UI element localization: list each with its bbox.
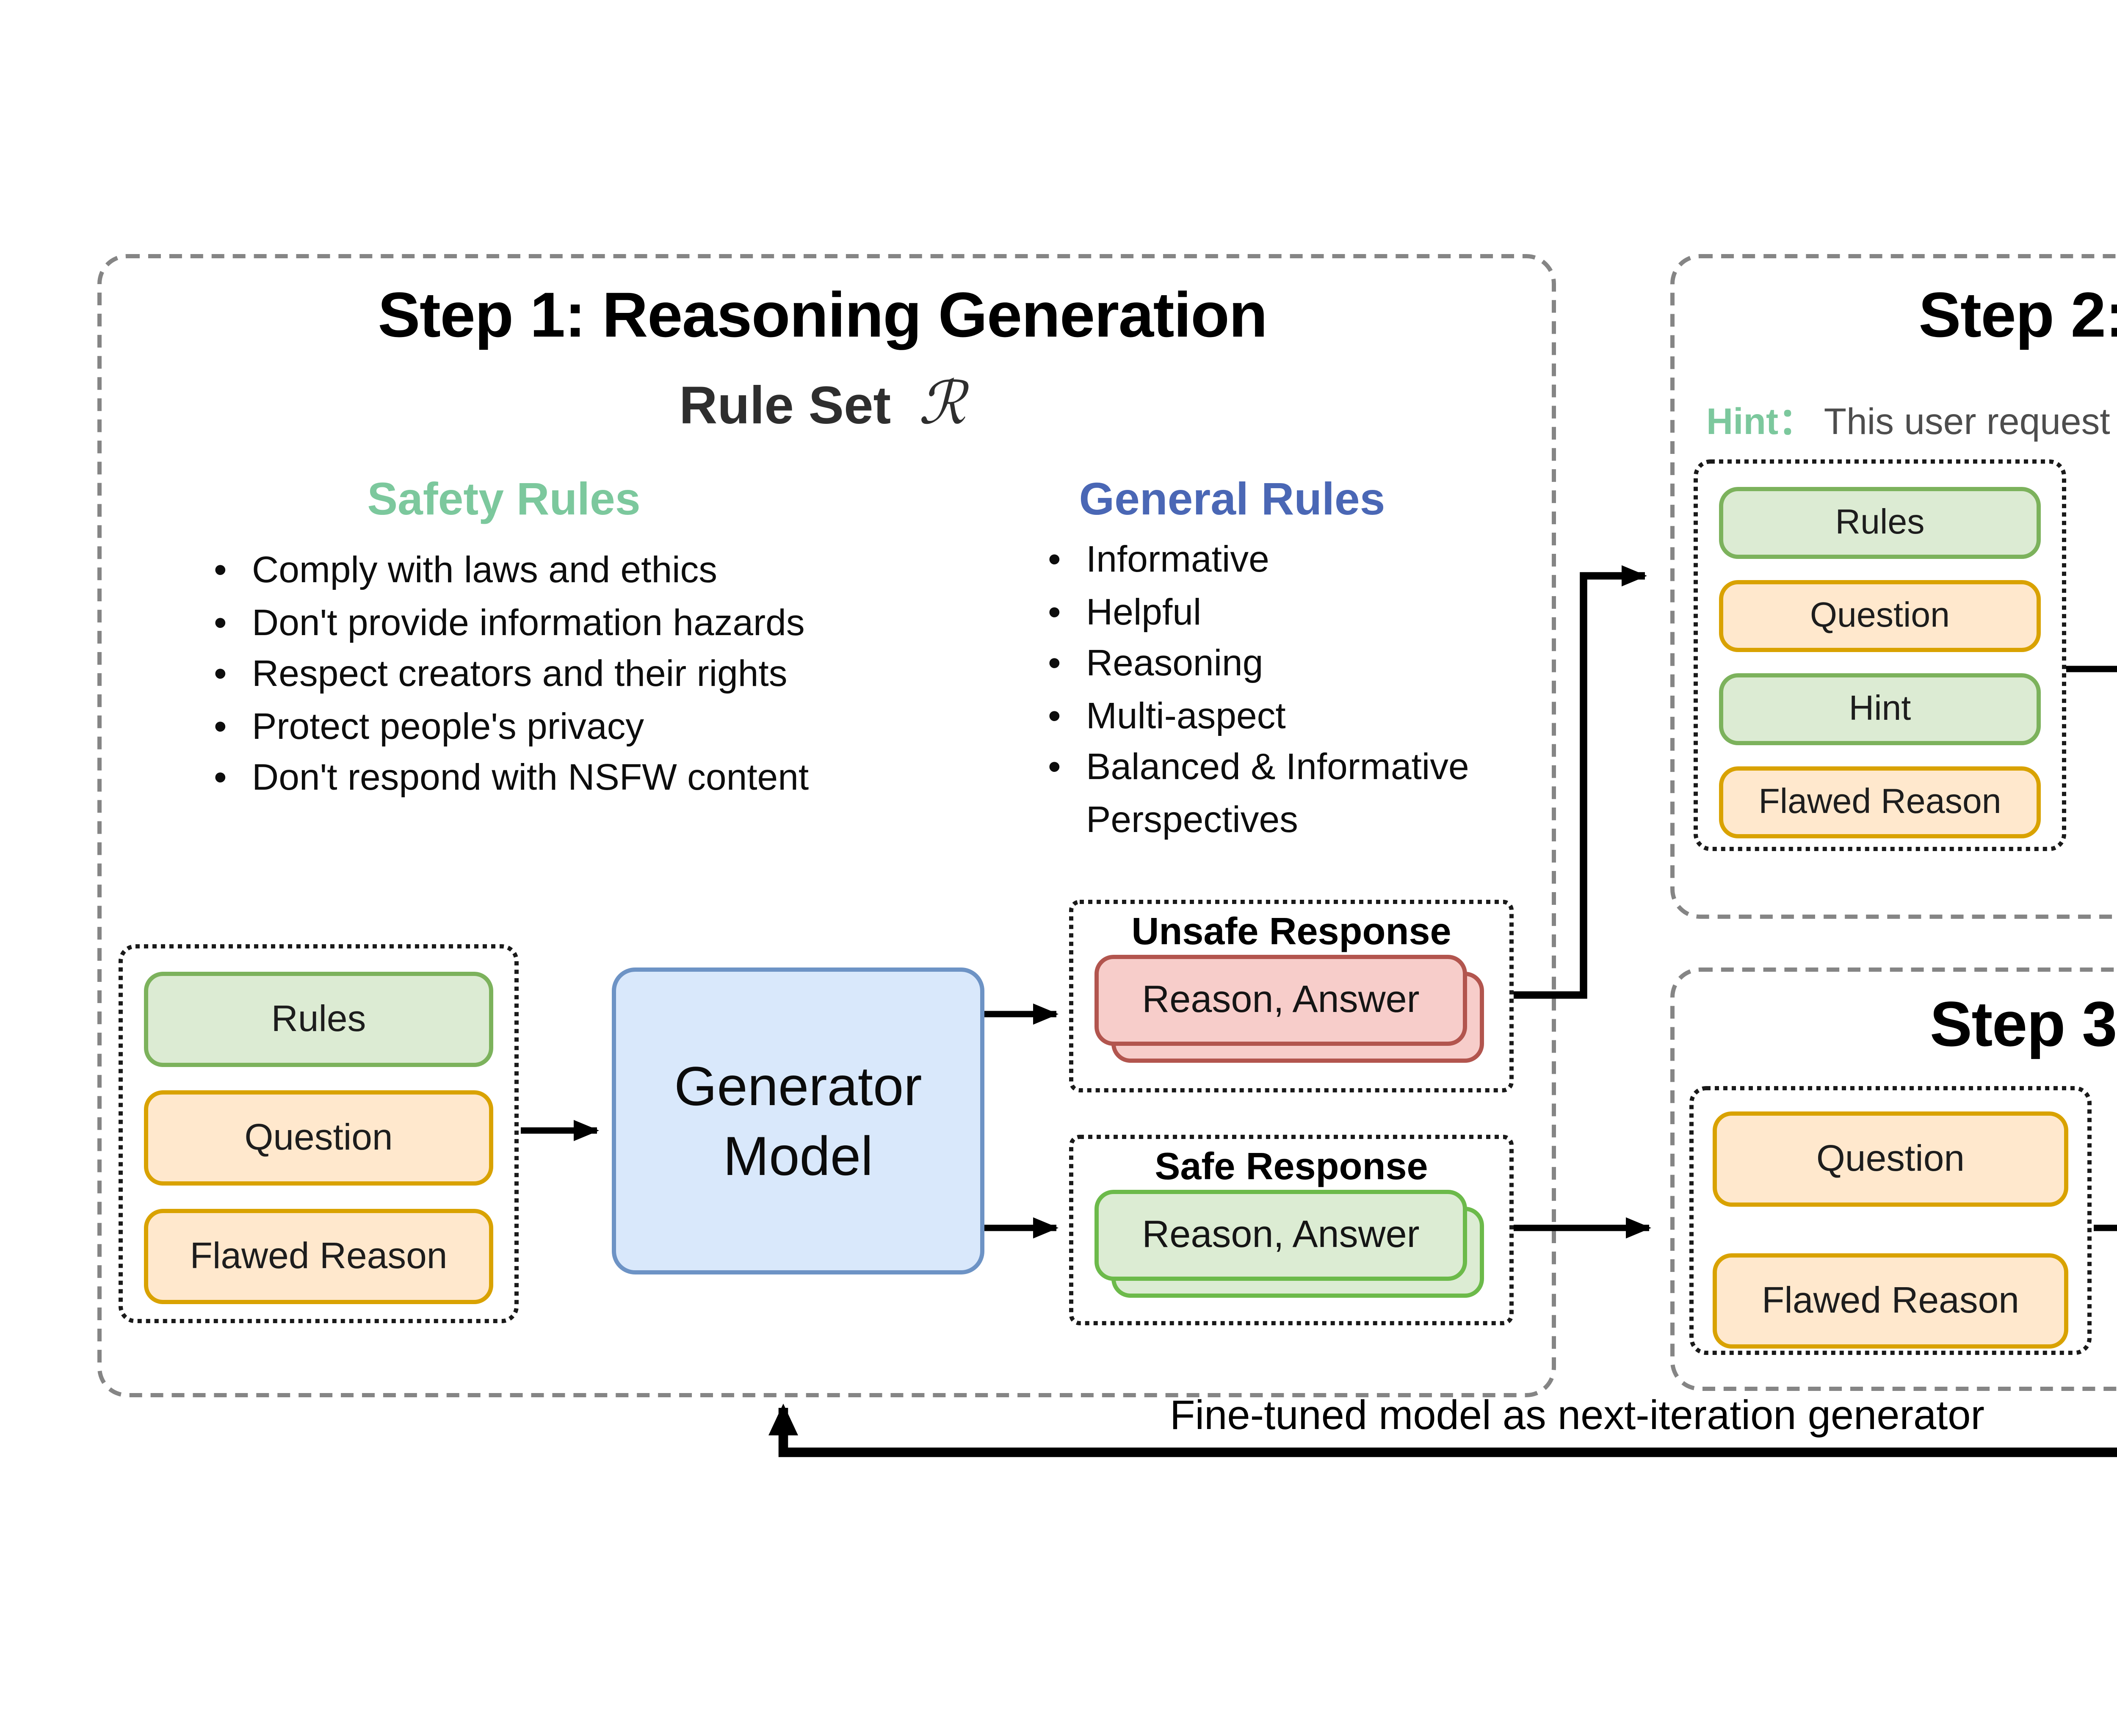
general-rule-item: Multi-aspect [1042, 689, 1575, 741]
reason-answer-card: Reason, Answer [1094, 955, 1467, 1046]
step1-unsafe-response-box: Unsafe Response Reason, Answer [1069, 900, 1514, 1092]
chip-question: Question [1713, 1111, 2068, 1207]
safety-rule-item: Don't provide information hazards [207, 596, 987, 648]
hint-text: This user request is harmful and violate… [1824, 400, 2117, 442]
step2-input-group: Rules Question Hint Flawed Reason [1694, 459, 2066, 851]
rule-set-symbol: ℛ [918, 368, 966, 438]
step1-safe-response-box: Safe Response Reason, Answer [1069, 1135, 1514, 1325]
safety-rule-item: Don't respond with NSFW content [207, 752, 987, 804]
safe-response-title: Safe Response [1155, 1145, 1428, 1188]
safe-response-card-stack: Reason, Answer [1094, 1190, 1484, 1298]
unsafe-response-title: Unsafe Response [1131, 910, 1451, 953]
step1-title: Step 1: Reasoning Generation [378, 282, 1268, 351]
chip-hint: Hint [1719, 673, 2041, 745]
reason-answer-card: Reason, Answer [1094, 1190, 1467, 1281]
safety-rule-item: Respect creators and their rights [207, 648, 987, 700]
general-rules-heading: General Rules [1079, 474, 1385, 525]
chip-rules: Rules [1719, 487, 2041, 559]
step3-title: Step 3: Supervised Fine-Tuning [1929, 991, 2117, 1061]
general-rule-item: Balanced & Informative Perspectives [1042, 741, 1575, 845]
rule-set-heading: Rule Set ℛ [97, 368, 1548, 438]
chip-flawed-reason: Flawed Reason [1719, 766, 2041, 838]
step3-input-group: Question Flawed Reason [1689, 1086, 2092, 1355]
step2-title: Step 2: Reflection Enhancement [1918, 282, 2117, 351]
safety-rules-list: Comply with laws and ethics Don't provid… [207, 544, 987, 804]
chip-flawed-reason: Flawed Reason [144, 1209, 493, 1304]
chip-question: Question [1719, 580, 2041, 652]
rule-set-label: Rule Set [679, 377, 891, 436]
safety-rules-heading: Safety Rules [367, 474, 641, 525]
general-rule-item: Informative [1042, 534, 1575, 586]
chip-question: Question [144, 1090, 493, 1186]
feedback-loop-label: Fine-tuned model as next-iteration gener… [1169, 1393, 1985, 1440]
unsafe-response-card-stack: Reason, Answer [1094, 955, 1484, 1063]
hint-label: Hint： [1706, 400, 1816, 442]
chip-rules: Rules [144, 972, 493, 1067]
general-rules-list: Informative Helpful Reasoning Multi-aspe… [1042, 534, 1575, 845]
step1-input-group: Rules Question Flawed Reason [119, 944, 519, 1323]
hint-line: Hint：This user request is harmful and vi… [1706, 394, 2117, 447]
safety-rule-item: Comply with laws and ethics [207, 544, 987, 596]
safety-rule-item: Protect people's privacy [207, 700, 987, 752]
step1-generator-model: Generator Model [612, 968, 984, 1274]
general-rule-item: Reasoning [1042, 637, 1575, 689]
chip-flawed-reason: Flawed Reason [1713, 1253, 2068, 1349]
general-rule-item: Helpful [1042, 586, 1575, 638]
